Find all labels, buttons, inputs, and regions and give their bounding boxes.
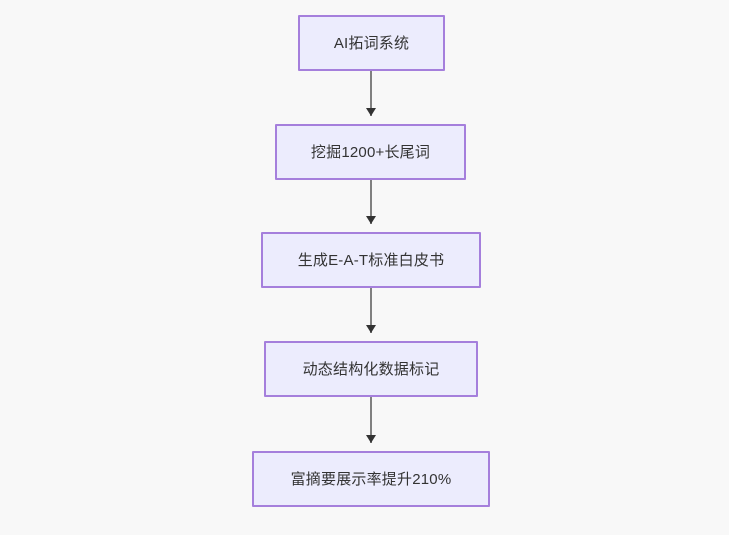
flow-arrowhead-2 <box>366 216 376 224</box>
flow-arrowhead-3 <box>366 325 376 333</box>
flow-node-label-4: 动态结构化数据标记 <box>302 360 440 378</box>
flow-edge-line-3 <box>370 288 372 333</box>
flow-node-2[interactable]: 挖掘1200+长尾词 <box>275 124 466 180</box>
flow-arrowhead-4 <box>366 435 376 443</box>
flow-node-4[interactable]: 动态结构化数据标记 <box>264 341 478 397</box>
flow-edge-line-4 <box>370 397 372 443</box>
flow-node-label-2: 挖掘1200+长尾词 <box>310 143 431 161</box>
flow-edge-line-2 <box>370 180 372 224</box>
flow-arrowhead-1 <box>366 108 376 116</box>
flow-node-1[interactable]: AI拓词系统 <box>298 15 445 71</box>
flow-edge-line-1 <box>370 71 372 116</box>
flow-node-label-3: 生成E-A-T标准白皮书 <box>297 251 445 269</box>
flow-node-3[interactable]: 生成E-A-T标准白皮书 <box>261 232 481 288</box>
flow-node-5[interactable]: 富摘要展示率提升210% <box>252 451 490 507</box>
flow-node-label-1: AI拓词系统 <box>333 34 410 52</box>
flow-node-label-5: 富摘要展示率提升210% <box>290 470 452 488</box>
